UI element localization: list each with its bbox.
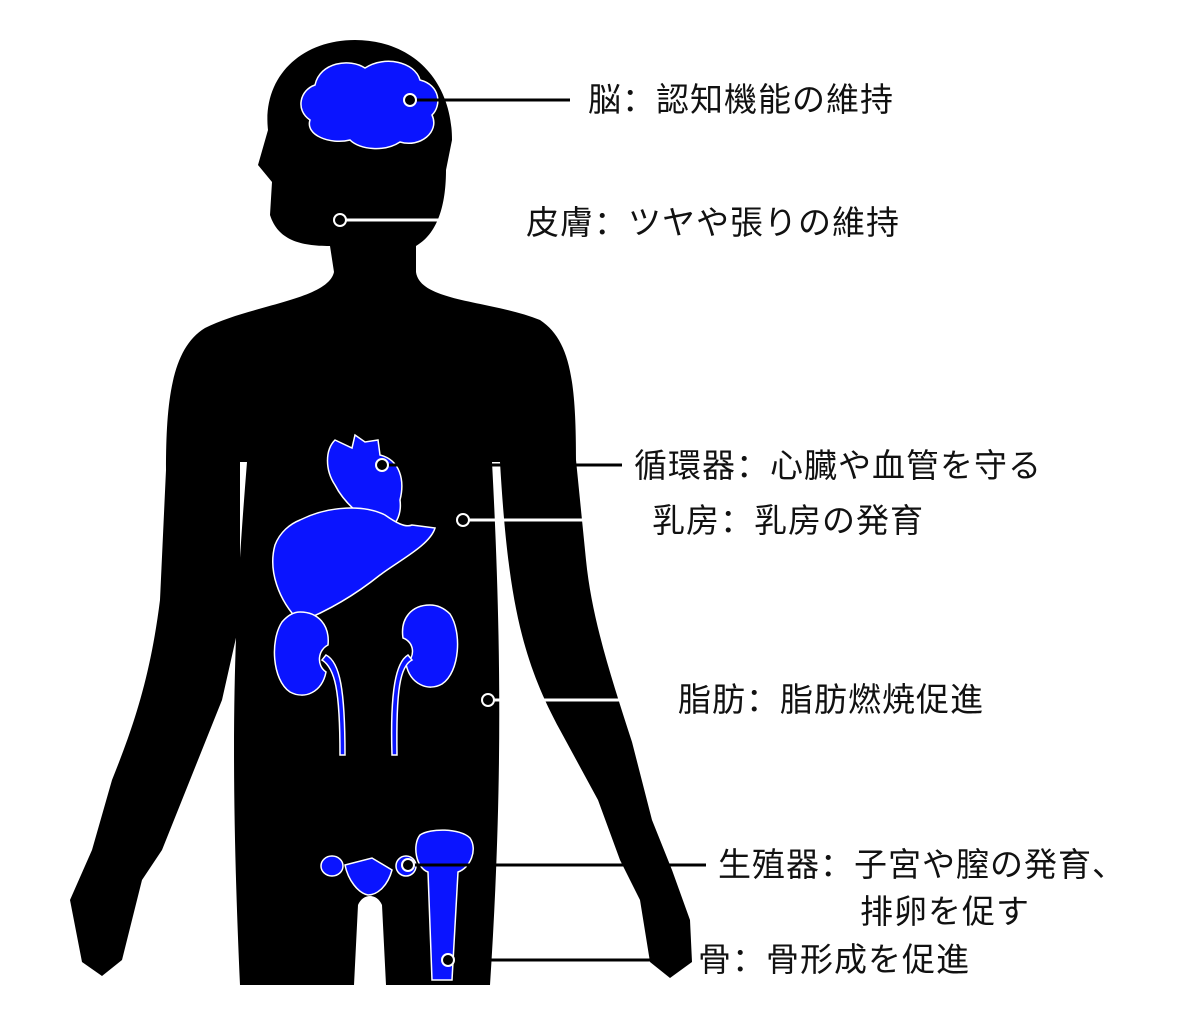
ureter-right-icon: [390, 654, 414, 756]
brain-icon: [300, 60, 439, 150]
leader-lines: [340, 98, 706, 962]
label-fat: 脂肪：脂肪燃焼促進: [678, 680, 984, 719]
label-circulatory: 循環器：心臓や血管を守る: [634, 446, 1042, 485]
label-brain: 脳：認知機能の維持: [588, 80, 894, 119]
label-breast: 乳房：乳房の発育: [652, 501, 924, 540]
ovary-left-icon: [320, 855, 344, 877]
bone-marker: [441, 953, 455, 967]
brain-marker: [403, 93, 417, 107]
label-reproductive-line2: 排卵を促す: [860, 892, 1030, 931]
liver-icon: [272, 507, 436, 623]
kidney-left-icon: [273, 611, 329, 696]
kidney-right-icon: [401, 604, 459, 688]
ureter-left-icon: [320, 654, 346, 756]
reproductive-marker: [401, 858, 415, 872]
skin-marker: [333, 213, 347, 227]
circulatory-marker: [375, 458, 389, 472]
breast-marker: [456, 513, 470, 527]
fat-marker: [481, 693, 495, 707]
uterus-icon: [344, 857, 393, 896]
label-reproductive-line1: 生殖器：子宮や膣の発育、: [718, 845, 1126, 884]
label-skin: 皮膚：ツヤや張りの維持: [526, 203, 900, 242]
label-bone: 骨：骨形成を促進: [698, 940, 970, 979]
